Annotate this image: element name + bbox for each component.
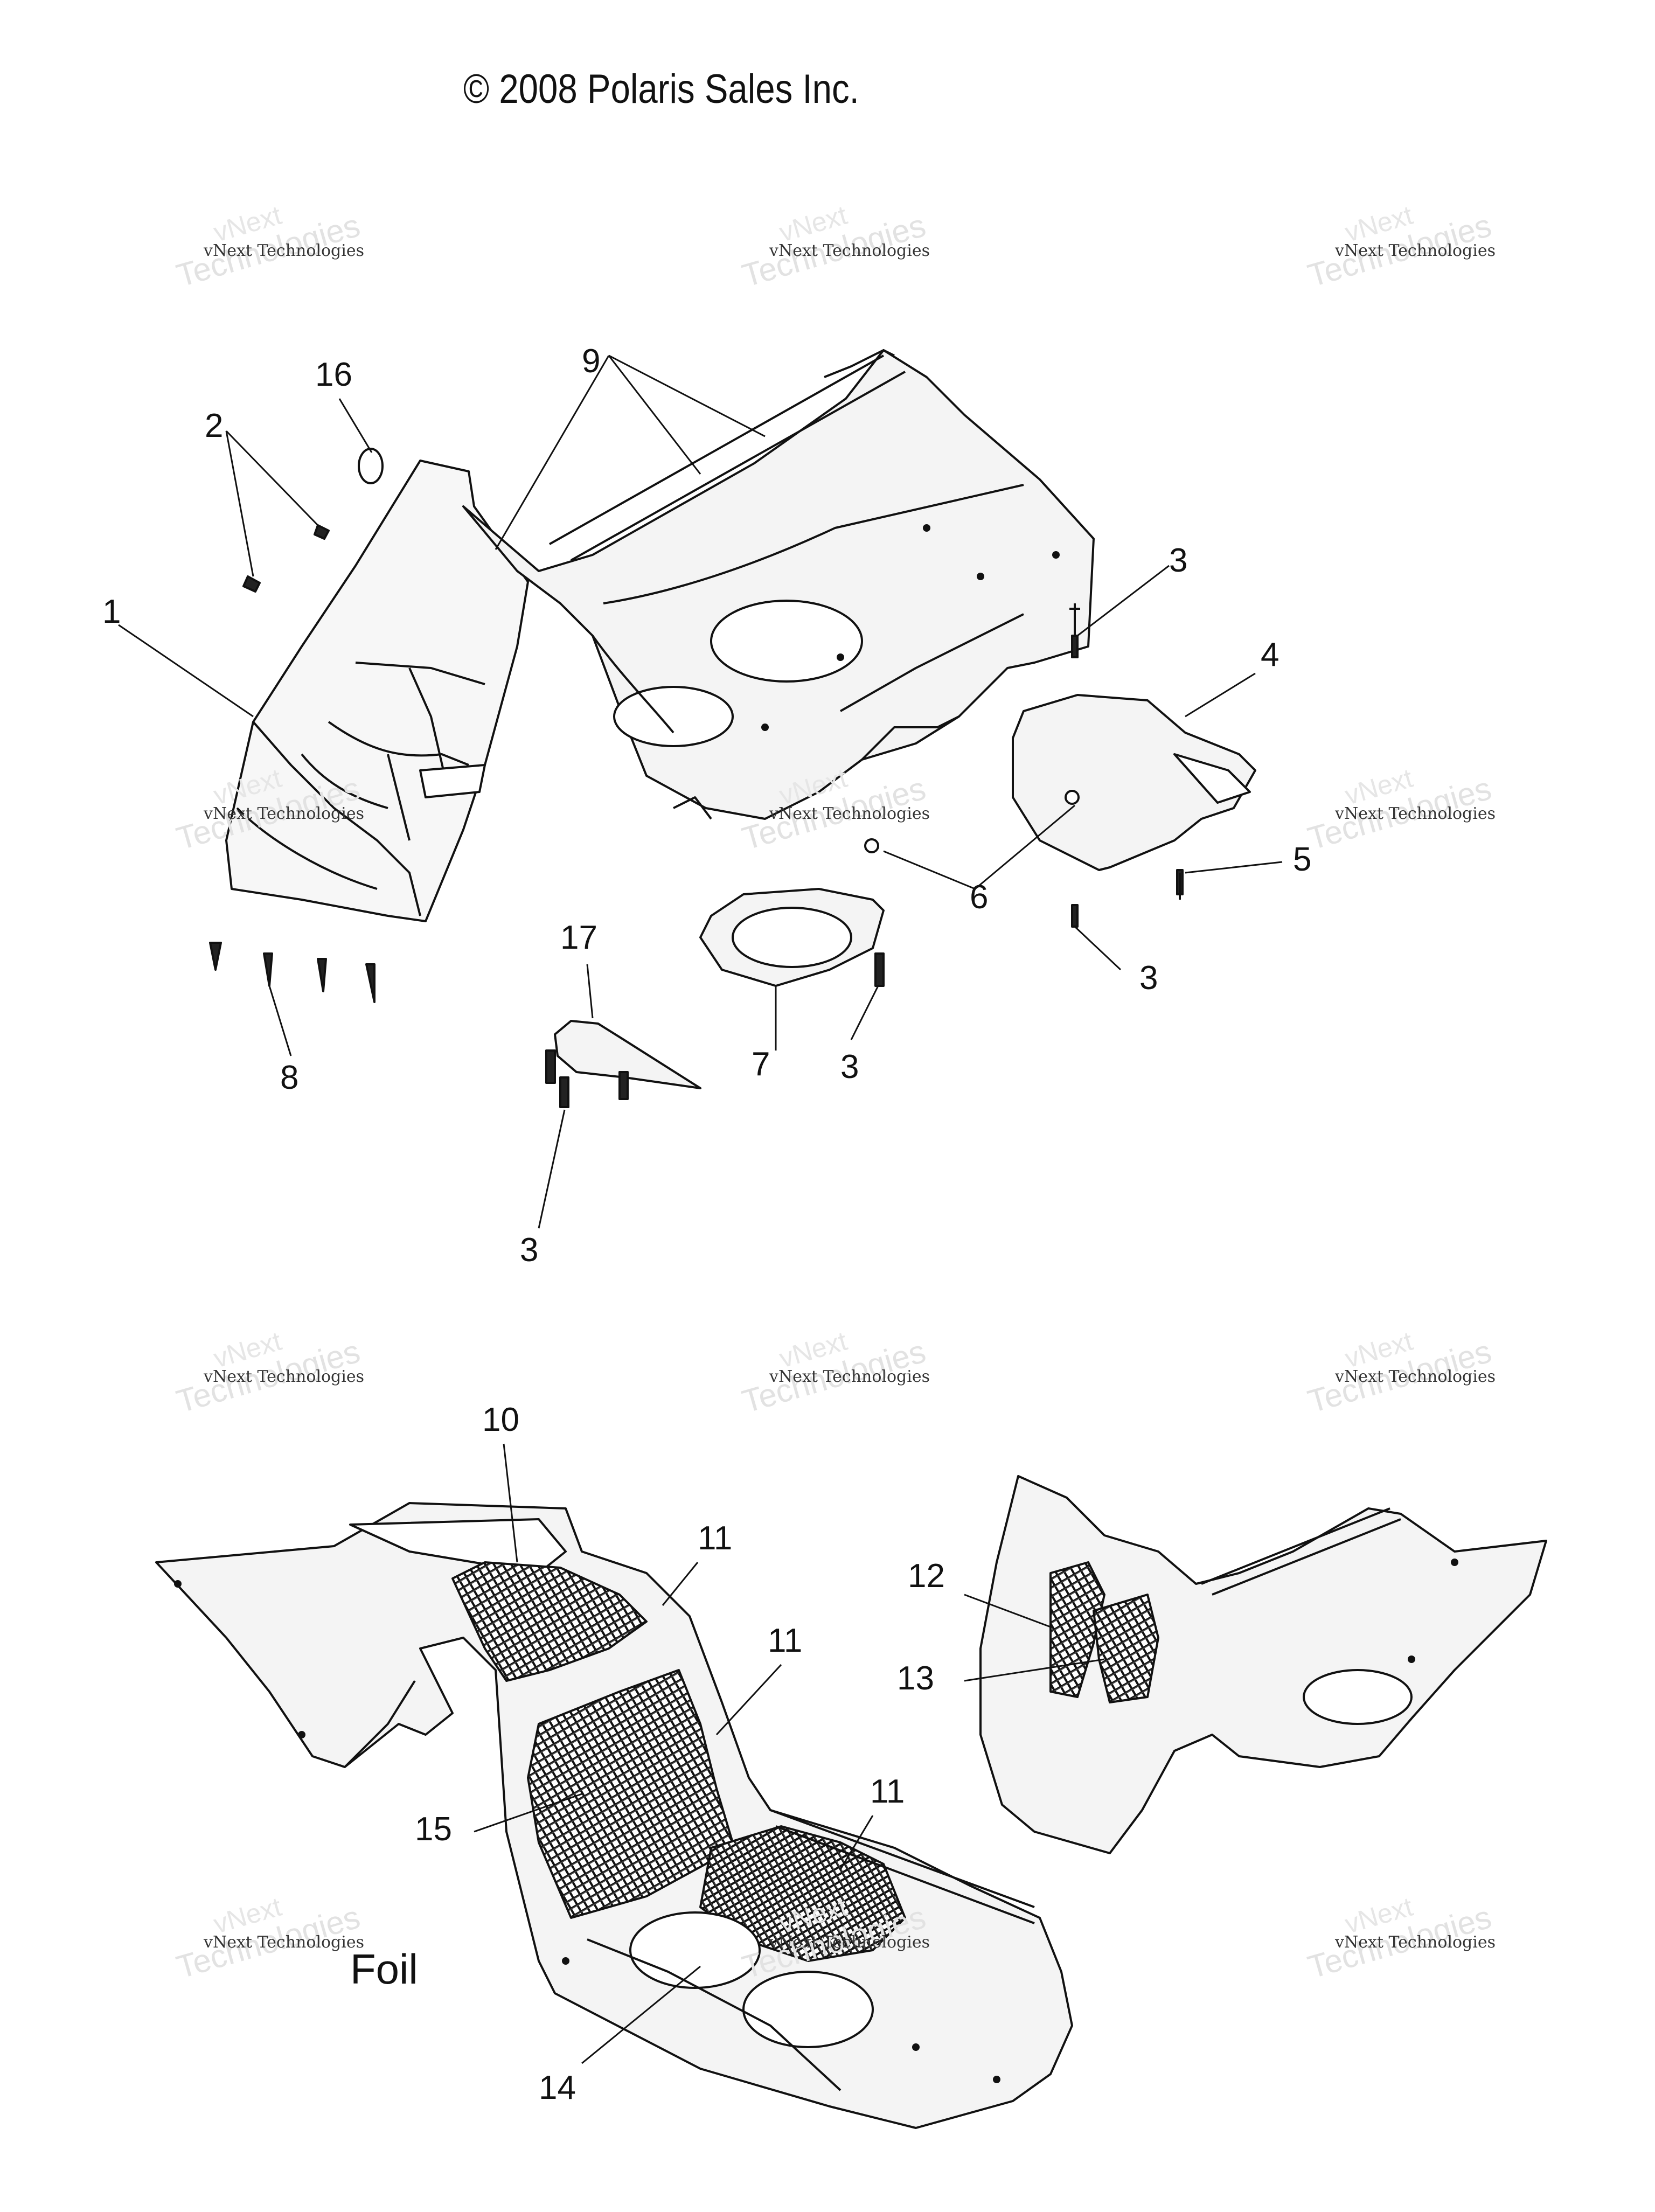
callout-14[interactable]: 14 [539, 2069, 576, 2106]
watermark-text: vNext Technologies [769, 1367, 930, 1386]
part-2-clips [242, 524, 330, 593]
watermark-text: vNext Technologies [769, 241, 930, 260]
watermark: vNext Technologies vNext Technologies [738, 1891, 964, 1999]
callout-6[interactable]: 6 [970, 879, 989, 916]
callout-16[interactable]: 16 [315, 356, 352, 393]
callout-3[interactable]: 3 [840, 1048, 859, 1086]
watermark: vNext Technologies vNext Technologies [1304, 1326, 1530, 1433]
foil-assembly-right [979, 1475, 1547, 1854]
part-17-bracket [554, 1020, 701, 1089]
callout-12[interactable]: 12 [908, 1557, 945, 1595]
watermark: vNext Technologies vNext Technologies [1304, 1891, 1530, 1999]
callout-11[interactable]: 11 [870, 1773, 905, 1810]
callout-7[interactable]: 7 [752, 1046, 770, 1083]
section-label-foil: Foil [350, 1945, 418, 1993]
callout-11[interactable]: 11 [768, 1622, 803, 1659]
callout-5[interactable]: 5 [1293, 841, 1312, 878]
watermark-text: vNext Technologies [769, 1933, 930, 1952]
watermark: vNext Technologies vNext Technologies [738, 763, 964, 870]
callout-10[interactable]: 10 [482, 1401, 519, 1438]
watermark-text: vNext Technologies [769, 804, 930, 823]
watermark: vNext Technologies vNext Technologies [172, 200, 399, 307]
watermark-text: vNext Technologies [1335, 804, 1496, 823]
callout-3[interactable]: 3 [1139, 959, 1158, 997]
leader-lines-top [118, 354, 1283, 1229]
callout-2[interactable]: 2 [205, 407, 224, 444]
watermark-text: vNext Technologies [1335, 1367, 1496, 1386]
callout-15[interactable]: 15 [415, 1811, 452, 1848]
part-1-front-panel [225, 460, 529, 922]
callout-3[interactable]: 3 [1169, 542, 1188, 579]
callout-9[interactable]: 9 [582, 343, 601, 380]
copyright-notice: © 2008 Polaris Sales Inc. [463, 66, 859, 112]
callout-1[interactable]: 1 [102, 593, 121, 630]
watermark-text: vNext Technologies [204, 1933, 365, 1952]
leader-lines-bottom [474, 1443, 1105, 2064]
part-9-floor-pan [462, 349, 1095, 820]
callout-11[interactable]: 11 [698, 1520, 733, 1557]
watermark: vNext Technologies vNext Technologies [1304, 200, 1530, 307]
watermark: vNext Technologies vNext Technologies [172, 1326, 399, 1433]
callout-4[interactable]: 4 [1261, 636, 1280, 673]
part-7-ring-plate [699, 888, 885, 987]
watermark: vNext Technologies vNext Technologies [738, 1326, 964, 1433]
watermark: vNext Technologies vNext Technologies [172, 1891, 399, 1999]
watermark: vNext Technologies vNext Technologies [172, 763, 399, 870]
foil-assembly-left [155, 1502, 1073, 2129]
watermark-text: vNext Technologies [204, 241, 365, 260]
watermark-text: vNext Technologies [1335, 241, 1496, 260]
callout-17[interactable]: 17 [560, 919, 597, 956]
part-16-grommet [358, 448, 384, 484]
watermark: vNext Technologies vNext Technologies [738, 200, 964, 307]
part-4-deflector [1012, 694, 1256, 871]
callout-8[interactable]: 8 [280, 1059, 299, 1096]
callout-3[interactable]: 3 [520, 1232, 539, 1269]
callout-13[interactable]: 13 [897, 1660, 934, 1697]
fasteners [209, 603, 1184, 1108]
watermark-text: vNext Technologies [1335, 1933, 1496, 1952]
watermark-text: vNext Technologies [204, 1367, 365, 1386]
watermark: vNext Technologies vNext Technologies [1304, 763, 1530, 870]
watermark-text: vNext Technologies [204, 804, 365, 823]
